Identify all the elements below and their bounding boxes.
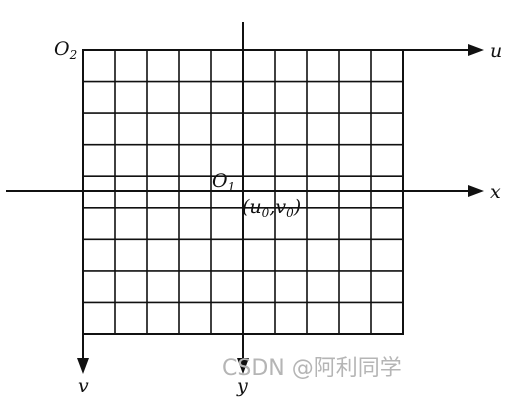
- x-axis-arrow: [468, 185, 484, 197]
- image-origin-label: O2: [54, 38, 77, 62]
- y-axis-label: y: [236, 375, 248, 397]
- u-axis-label: u: [490, 40, 502, 62]
- v-axis-arrow: [77, 358, 89, 374]
- watermark-text: CSDN @阿利同学: [222, 356, 402, 381]
- principal-point-label: (u0,v0): [242, 196, 301, 220]
- x-axis-label: x: [490, 181, 501, 203]
- center-origin-label: O1: [212, 170, 235, 194]
- v-axis-label: v: [78, 375, 89, 397]
- y-axis-arrow: [237, 358, 249, 374]
- u-axis-arrow: [468, 44, 484, 56]
